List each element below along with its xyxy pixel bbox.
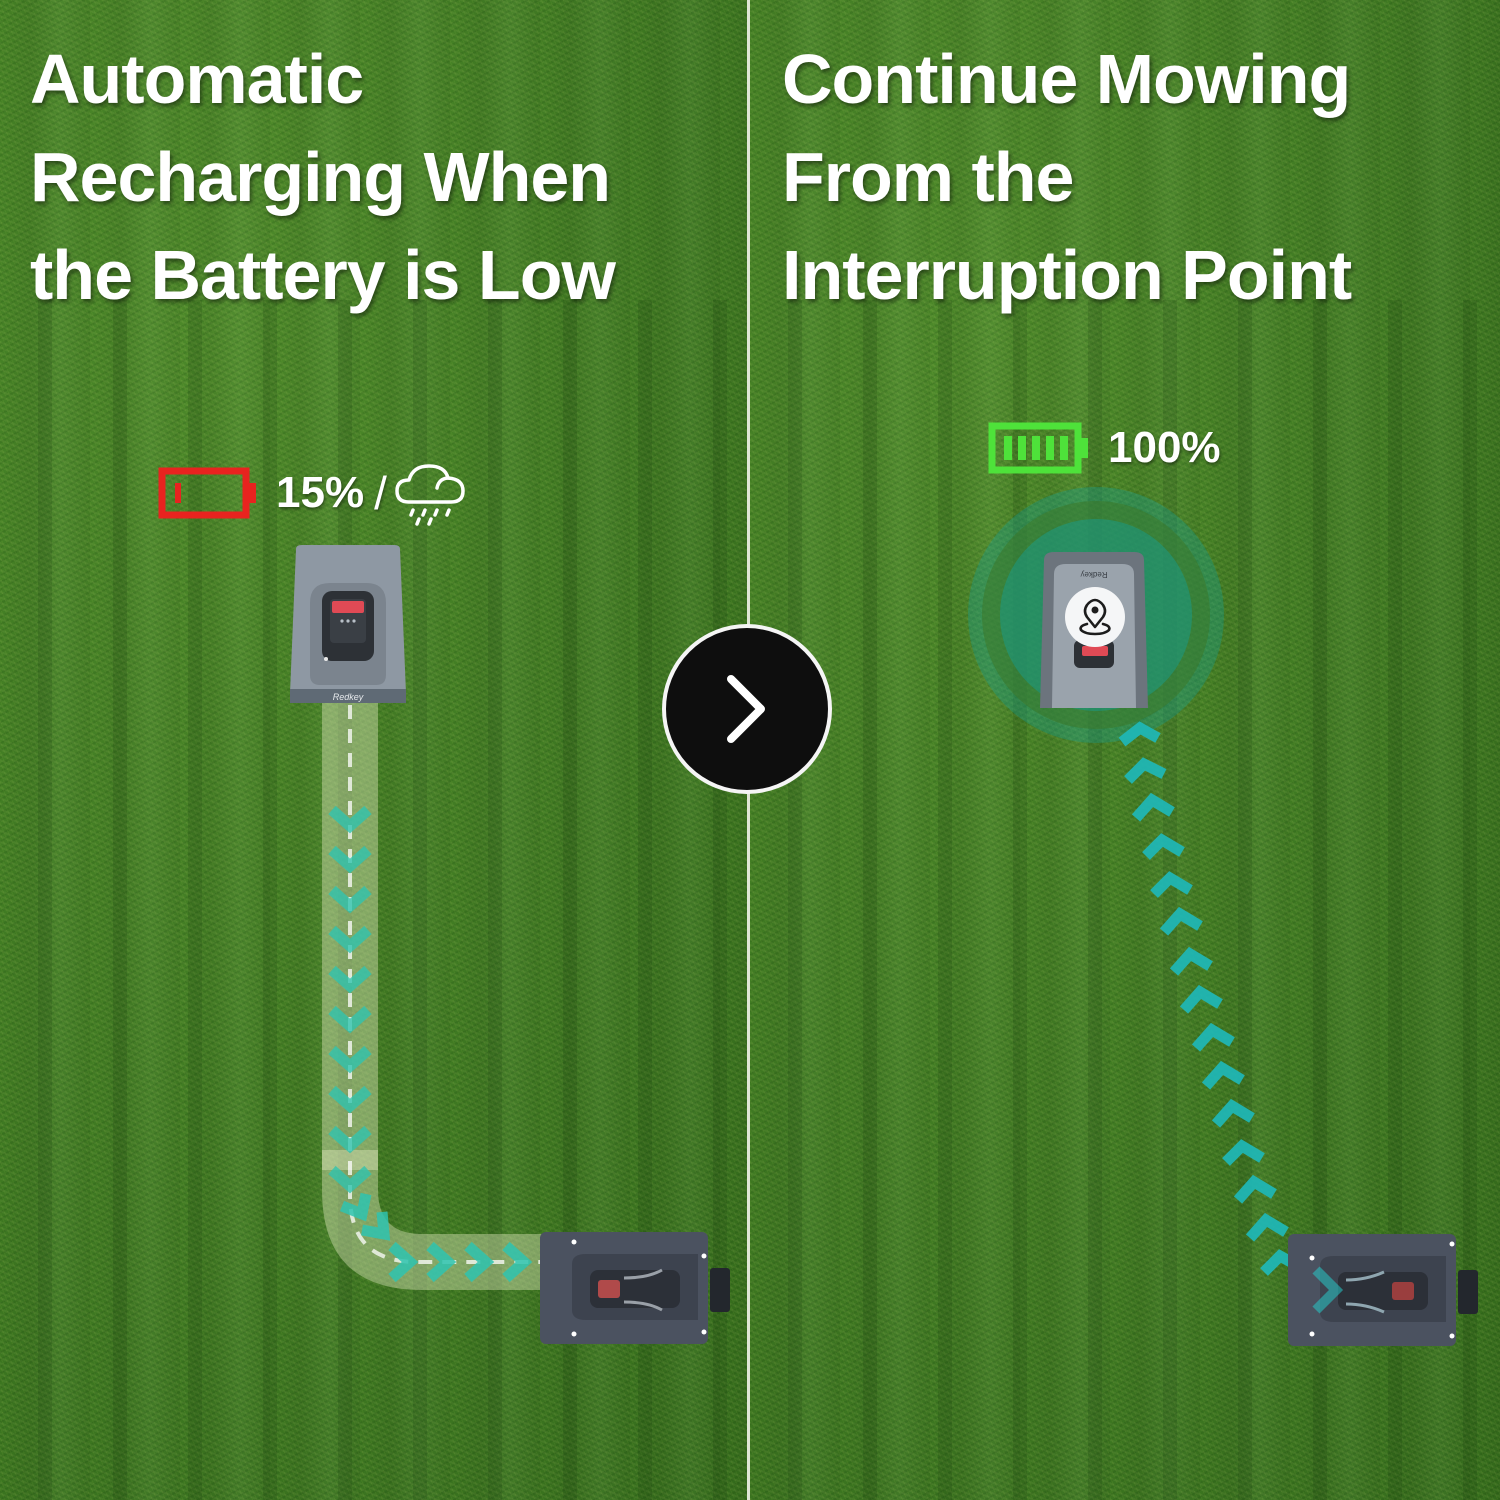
location-pin-badge xyxy=(1065,587,1125,647)
charging-dock xyxy=(1288,1234,1478,1346)
left-panel-recharging: Automatic Recharging When the Battery is… xyxy=(0,0,747,1500)
heading-line: From the xyxy=(782,138,1074,216)
heading-line: Interruption Point xyxy=(782,236,1352,314)
left-heading: Automatic Recharging When the Battery is… xyxy=(30,30,616,324)
battery-low-icon xyxy=(158,467,256,519)
battery-full-icon xyxy=(988,422,1088,474)
right-heading: Continue Mowing From the Interruption Po… xyxy=(782,30,1352,324)
rain-cloud-icon xyxy=(395,464,465,526)
separator: / xyxy=(374,467,387,519)
heading-line: Continue Mowing xyxy=(782,40,1351,118)
heading-line: Recharging When xyxy=(30,138,611,216)
chevron-right-icon xyxy=(727,675,765,743)
location-pin-icon xyxy=(1079,598,1111,636)
next-button[interactable] xyxy=(662,624,832,794)
battery-level-text: 15% xyxy=(276,468,365,517)
battery-status-full: 100% xyxy=(988,420,1221,476)
battery-status-low: 15% / xyxy=(158,458,467,528)
heading-line: Automatic xyxy=(30,40,364,118)
mower-brand-label: Redkey xyxy=(333,692,364,702)
mower-brand-label: Redkey xyxy=(1080,570,1107,579)
charging-dock xyxy=(540,1232,730,1344)
heading-line: the Battery is Low xyxy=(30,236,616,314)
return-path-corner xyxy=(322,1150,552,1290)
return-path-straight xyxy=(322,700,378,1170)
robot-mower-low-battery: Redkey xyxy=(290,545,406,703)
battery-level-text: 100% xyxy=(1108,423,1221,472)
